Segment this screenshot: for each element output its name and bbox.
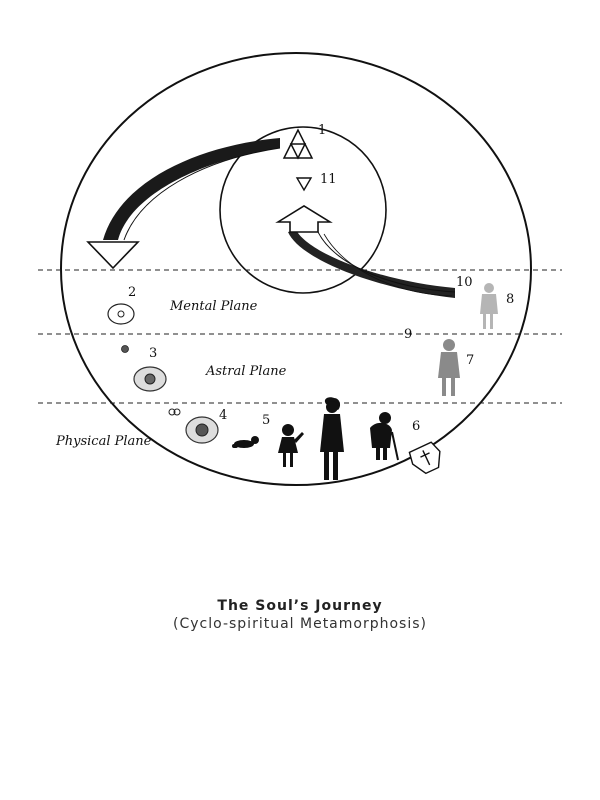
- caption: The Soul’s Journey (Cyclo-spiritual Meta…: [0, 598, 600, 632]
- small-triangle-icon: [295, 177, 313, 192]
- caption-subtitle: (Cyclo-spiritual Metamorphosis): [173, 616, 427, 632]
- physical-plane-label: Physical Plane: [55, 434, 152, 449]
- astral-body-silhouette-icon: [438, 339, 460, 396]
- outer-circle: [60, 52, 532, 486]
- label-3: 3: [149, 346, 157, 361]
- cell-stage-4-icon: [168, 408, 219, 444]
- label-4: 4: [219, 408, 227, 423]
- label-7: 7: [466, 353, 474, 368]
- trinity-triangle-icon: [282, 128, 314, 160]
- label-8: 8: [506, 292, 514, 307]
- baby-silhouette-icon: [232, 436, 259, 448]
- label-1: 1: [318, 123, 326, 138]
- child-silhouette-icon: [278, 424, 304, 467]
- label-5: 5: [262, 413, 270, 428]
- cell-stage-2-icon: [107, 303, 135, 325]
- coffin-icon: [408, 441, 441, 475]
- soul-journey-diagram: 1 11 2 3 4 5 6 7 8 9 10 Mental Plane Ast…: [38, 52, 562, 486]
- label-2: 2: [128, 285, 136, 300]
- caption-title: The Soul’s Journey: [217, 598, 383, 614]
- label-9: 9: [404, 327, 412, 342]
- mental-body-silhouette-icon: [480, 283, 498, 329]
- ascending-arrow: [275, 205, 456, 298]
- elderly-silhouette-icon: [370, 412, 399, 461]
- descending-arrow: [86, 138, 281, 270]
- astral-plane-label: Astral Plane: [205, 364, 287, 379]
- adult-silhouette-icon: [320, 397, 344, 480]
- label-11: 11: [320, 172, 337, 187]
- label-6: 6: [412, 419, 420, 434]
- mental-plane-label: Mental Plane: [169, 299, 258, 314]
- cell-stage-3-icon: [121, 345, 167, 392]
- inner-circle: [219, 126, 387, 294]
- label-10: 10: [456, 275, 473, 290]
